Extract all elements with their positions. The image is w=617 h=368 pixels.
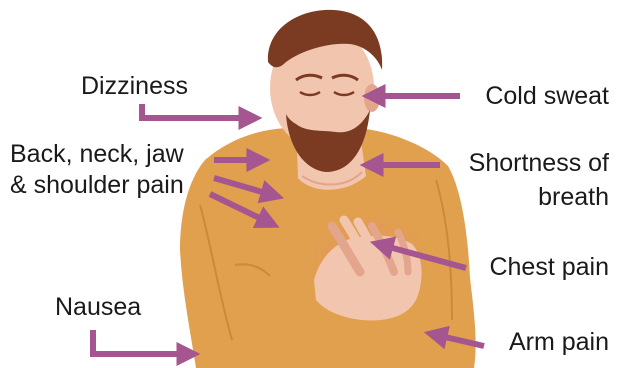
label-chest-pain: Chest pain xyxy=(489,252,609,283)
arrow-dizziness xyxy=(142,104,254,118)
label-cold-sweat: Cold sweat xyxy=(485,81,609,112)
label-back-neck-jaw-line1: Back, neck, jaw xyxy=(10,139,184,170)
label-arm-pain: Arm pain xyxy=(509,327,609,358)
label-shortness-line1: Shortness of xyxy=(469,148,609,179)
label-nausea: Nausea xyxy=(55,292,141,323)
label-dizziness: Dizziness xyxy=(81,71,188,102)
label-back-neck-jaw-line2: & shoulder pain xyxy=(10,170,184,201)
arrow-nausea xyxy=(93,330,192,354)
label-shortness-line2: breath xyxy=(538,182,609,213)
